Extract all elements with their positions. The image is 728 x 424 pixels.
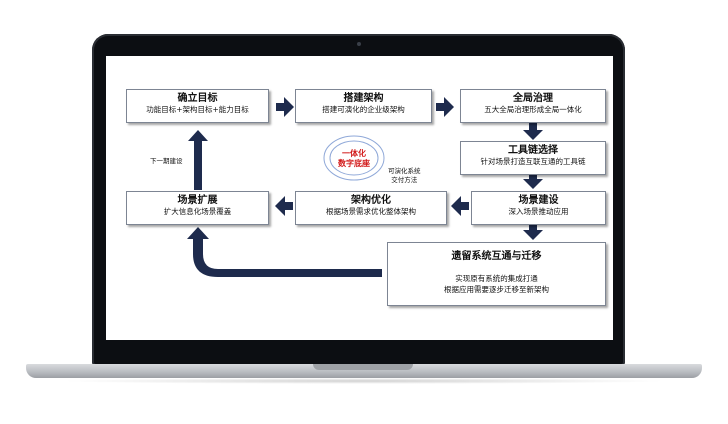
box-scene-build-title: 场景建设 [518,195,559,206]
box-architecture-optimize-subtitle: 根据场景需求优化整体架构 [326,207,416,216]
box-scene-build: 场景建设 深入场景推动应用 [471,191,606,225]
box-legacy-title: 遗留系统互通与迁移 [451,251,542,262]
laptop-screen: 确立目标 功能目标+架构目标+能力目标 搭建架构 搭建可演化的企业级架构 全局治… [106,56,613,340]
flow-arrows [187,97,543,277]
box-legacy-migration: 遗留系统互通与迁移 实现原有系统的集成打通 根据应用需要逐步迁移至新架构 [387,242,606,306]
arrow-scene-to-optimize [451,196,469,216]
box-architecture-optimize: 架构优化 根据场景需求优化整体架构 [295,191,447,225]
center-outer-ring [323,135,385,181]
box-scene-expand-subtitle: 扩大信息化场景覆盖 [163,207,232,216]
center-label: 一体化 数字底座 [334,149,374,169]
box-toolchain-title: 工具链选择 [508,145,558,156]
laptop-base-notch [313,364,413,370]
center-label-line2: 数字底座 [338,159,370,168]
center-label-line1: 一体化 [342,149,366,158]
box-governance: 全局治理 五大全局治理形成全局一体化 [460,89,606,123]
box-toolchain-subtitle: 针对场景打造互联互通的工具链 [480,157,586,166]
box-legacy-line2: 根据应用需要逐步迁移至新架构 [444,285,549,294]
arrow-goal-to-arch [276,97,294,117]
arrow-expand-to-goal [188,130,208,190]
laptop-base [26,364,702,378]
arrow-legacy-to-expand [187,227,382,277]
laptop-shadow [60,378,668,384]
side-note-line1: 可演化系统 [388,167,421,175]
loop-note: 下一期建设 [150,157,183,165]
box-scene-expand-title: 场景扩展 [177,195,218,206]
box-goal-title: 确立目标 [177,93,218,104]
box-scene-expand: 场景扩展 扩大信息化场景覆盖 [126,191,269,225]
box-governance-title: 全局治理 [513,93,553,104]
box-goal: 确立目标 功能目标+架构目标+能力目标 [126,89,269,123]
arrow-arch-to-governance [436,97,454,117]
box-architecture-optimize-title: 架构优化 [351,195,391,206]
arrow-toolchain-to-scene [523,174,543,189]
box-build-architecture: 搭建架构 搭建可演化的企业级架构 [295,89,432,123]
center-inner-ring [329,140,379,176]
webcam-icon [357,42,361,46]
box-build-architecture-title: 搭建架构 [343,93,384,104]
side-note-line2: 交付方法 [391,176,418,184]
box-toolchain: 工具链选择 针对场景打造互联互通的工具链 [460,141,606,175]
arrow-optimize-to-expand [275,196,293,216]
box-goal-subtitle: 功能目标+架构目标+能力目标 [146,105,249,114]
side-note: 可演化系统 交付方法 [388,167,421,185]
box-legacy-line1: 实现原有系统的集成打通 [455,274,538,283]
box-scene-build-subtitle: 深入场景推动应用 [508,207,569,216]
arrow-scene-to-legacy [523,222,543,240]
arrow-governance-to-toolchain [523,122,543,140]
box-governance-subtitle: 五大全局治理形成全局一体化 [484,105,582,114]
box-build-architecture-subtitle: 搭建可演化的企业级架构 [322,105,405,114]
